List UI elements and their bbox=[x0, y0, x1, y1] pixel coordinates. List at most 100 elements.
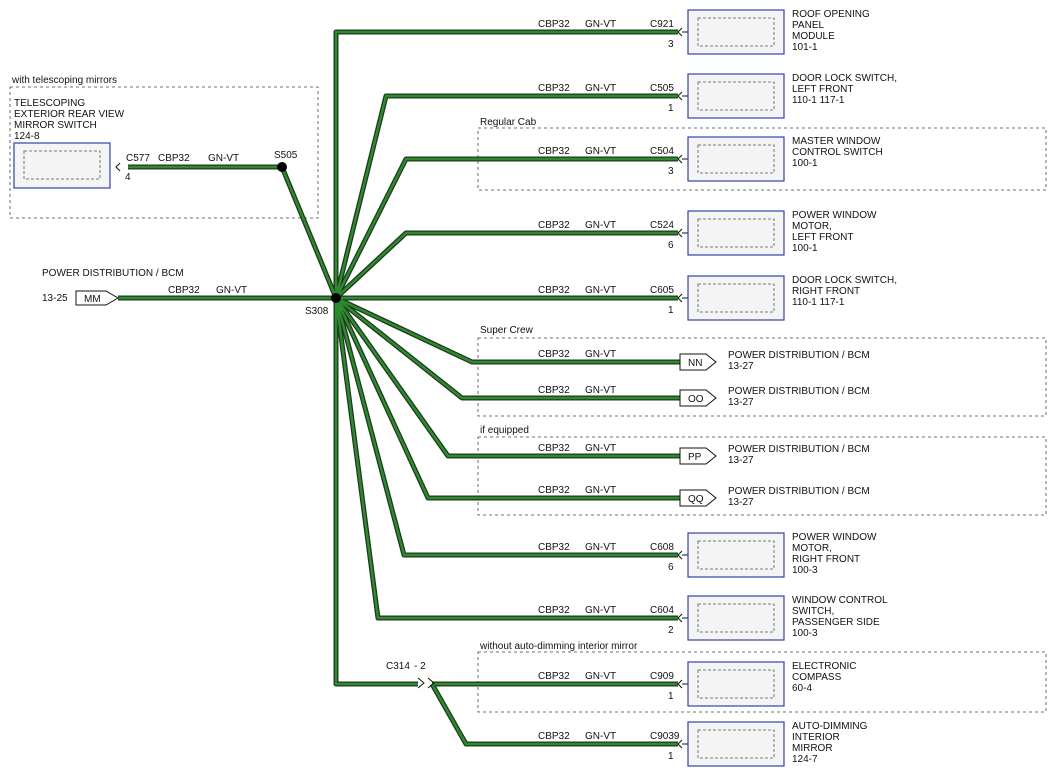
branch-name-line: MIRROR bbox=[792, 743, 833, 754]
component-body bbox=[687, 595, 785, 641]
branch-name-line: PANEL bbox=[792, 20, 824, 31]
telescoping-connector: C577 bbox=[126, 153, 150, 164]
branch-connector: C9039 bbox=[650, 731, 680, 742]
telescoping-group-box bbox=[9, 86, 319, 219]
wire-segment bbox=[334, 298, 418, 686]
component-inner bbox=[697, 144, 775, 174]
telescoping-group-label: with telescoping mirrors bbox=[11, 75, 117, 86]
branch-color: GN-VT bbox=[585, 542, 616, 553]
flag-qq bbox=[679, 489, 717, 507]
component-inner bbox=[697, 17, 775, 47]
branch-name-line: LEFT FRONT bbox=[792, 232, 853, 243]
branch-name-line: 124-7 bbox=[792, 754, 818, 765]
wire-segment bbox=[334, 297, 678, 620]
pin-mark bbox=[677, 613, 683, 623]
source-flag-label: MM bbox=[84, 294, 101, 305]
branch-connector: C504 bbox=[650, 146, 674, 157]
inline-connector-label: C314 bbox=[386, 661, 410, 672]
wire-segment bbox=[335, 297, 680, 458]
branch-name-line: 13-27 bbox=[728, 497, 754, 508]
component-body bbox=[687, 275, 785, 321]
wire-segment bbox=[335, 297, 680, 400]
super-crew-group-box bbox=[477, 337, 1047, 417]
splice-s505-label: S505 bbox=[274, 150, 298, 161]
branch-name-line: 60-4 bbox=[792, 683, 812, 694]
telescoping-pin: 4 bbox=[125, 172, 131, 183]
branch-name-line: DOOR LOCK SWITCH, bbox=[792, 275, 897, 286]
branch-connector: C604 bbox=[650, 605, 674, 616]
wire-harness bbox=[118, 29, 680, 747]
branch-color: GN-VT bbox=[585, 220, 616, 231]
branch-name-line: POWER DISTRIBUTION / BCM bbox=[728, 444, 870, 455]
wire-segment bbox=[334, 297, 680, 500]
branch-color: GN-VT bbox=[585, 385, 616, 396]
telescoping-name-line-2: EXTERIOR REAR VIEW bbox=[14, 109, 125, 120]
component-inner bbox=[697, 283, 775, 313]
branch-name-line: 13-27 bbox=[728, 455, 754, 466]
branch-flag-label: NN bbox=[688, 358, 702, 369]
branch-color: GN-VT bbox=[585, 443, 616, 454]
source-color: GN-VT bbox=[216, 285, 247, 296]
branch-circuit: CBP32 bbox=[538, 349, 570, 360]
wire-outline bbox=[334, 296, 680, 401]
component-body bbox=[687, 721, 785, 767]
pin-mark bbox=[677, 550, 683, 560]
regular-cab-group-label: Regular Cab bbox=[480, 117, 537, 128]
pin-mark bbox=[677, 739, 683, 749]
branch-name-line: POWER DISTRIBUTION / BCM bbox=[728, 486, 870, 497]
inline-connector-mark-2 bbox=[427, 677, 435, 689]
branch-name-line: MODULE bbox=[792, 31, 835, 42]
pin-mark bbox=[677, 228, 683, 238]
telescoping-name-line-4: 124-8 bbox=[14, 131, 40, 142]
component-body bbox=[687, 210, 785, 256]
wire-segment bbox=[335, 296, 680, 364]
branch-name-line: 13-27 bbox=[728, 397, 754, 408]
branch-name-line: 100-1 bbox=[792, 243, 818, 254]
flag-pp bbox=[679, 447, 717, 465]
splice-s308-dot bbox=[331, 293, 341, 303]
wire-outline bbox=[333, 29, 678, 298]
branch-color: GN-VT bbox=[585, 19, 616, 30]
branch-connector: C921 bbox=[650, 19, 674, 30]
component-inner bbox=[697, 218, 775, 248]
branch-name-line: ELECTRONIC bbox=[792, 661, 856, 672]
branch-name-line: POWER WINDOW bbox=[792, 532, 877, 543]
branch-connector: C909 bbox=[650, 671, 674, 682]
wire-outline bbox=[333, 156, 678, 300]
branch-pin: 6 bbox=[668, 562, 674, 573]
inline-connector-pin: - 2 bbox=[414, 661, 426, 672]
branch-flag-label: PP bbox=[688, 452, 702, 463]
branch-name-line: RIGHT FRONT bbox=[792, 554, 860, 565]
branch-circuit: CBP32 bbox=[538, 605, 570, 616]
wire-outline bbox=[334, 230, 678, 300]
branch-circuit: CBP32 bbox=[538, 671, 570, 682]
branch-circuit: CBP32 bbox=[538, 385, 570, 396]
wire-segment bbox=[334, 94, 678, 299]
branch-pin: 3 bbox=[668, 39, 674, 50]
component-inner bbox=[697, 540, 775, 570]
branch-circuit: CBP32 bbox=[538, 19, 570, 30]
branch-circuit: CBP32 bbox=[538, 285, 570, 296]
branch-name-line: CONTROL SWITCH bbox=[792, 147, 883, 158]
branch-name-line: MOTOR, bbox=[792, 221, 832, 232]
source-flag-mm bbox=[75, 290, 119, 306]
branch-name-line: RIGHT FRONT bbox=[792, 286, 860, 297]
telescoping-name-line-3: MIRROR SWITCH bbox=[14, 120, 97, 131]
branch-color: GN-VT bbox=[585, 285, 616, 296]
branch-color: GN-VT bbox=[585, 83, 616, 94]
source-title: POWER DISTRIBUTION / BCM bbox=[42, 268, 184, 279]
branch-circuit: CBP32 bbox=[538, 146, 570, 157]
super-crew-group-label: Super Crew bbox=[480, 325, 534, 336]
